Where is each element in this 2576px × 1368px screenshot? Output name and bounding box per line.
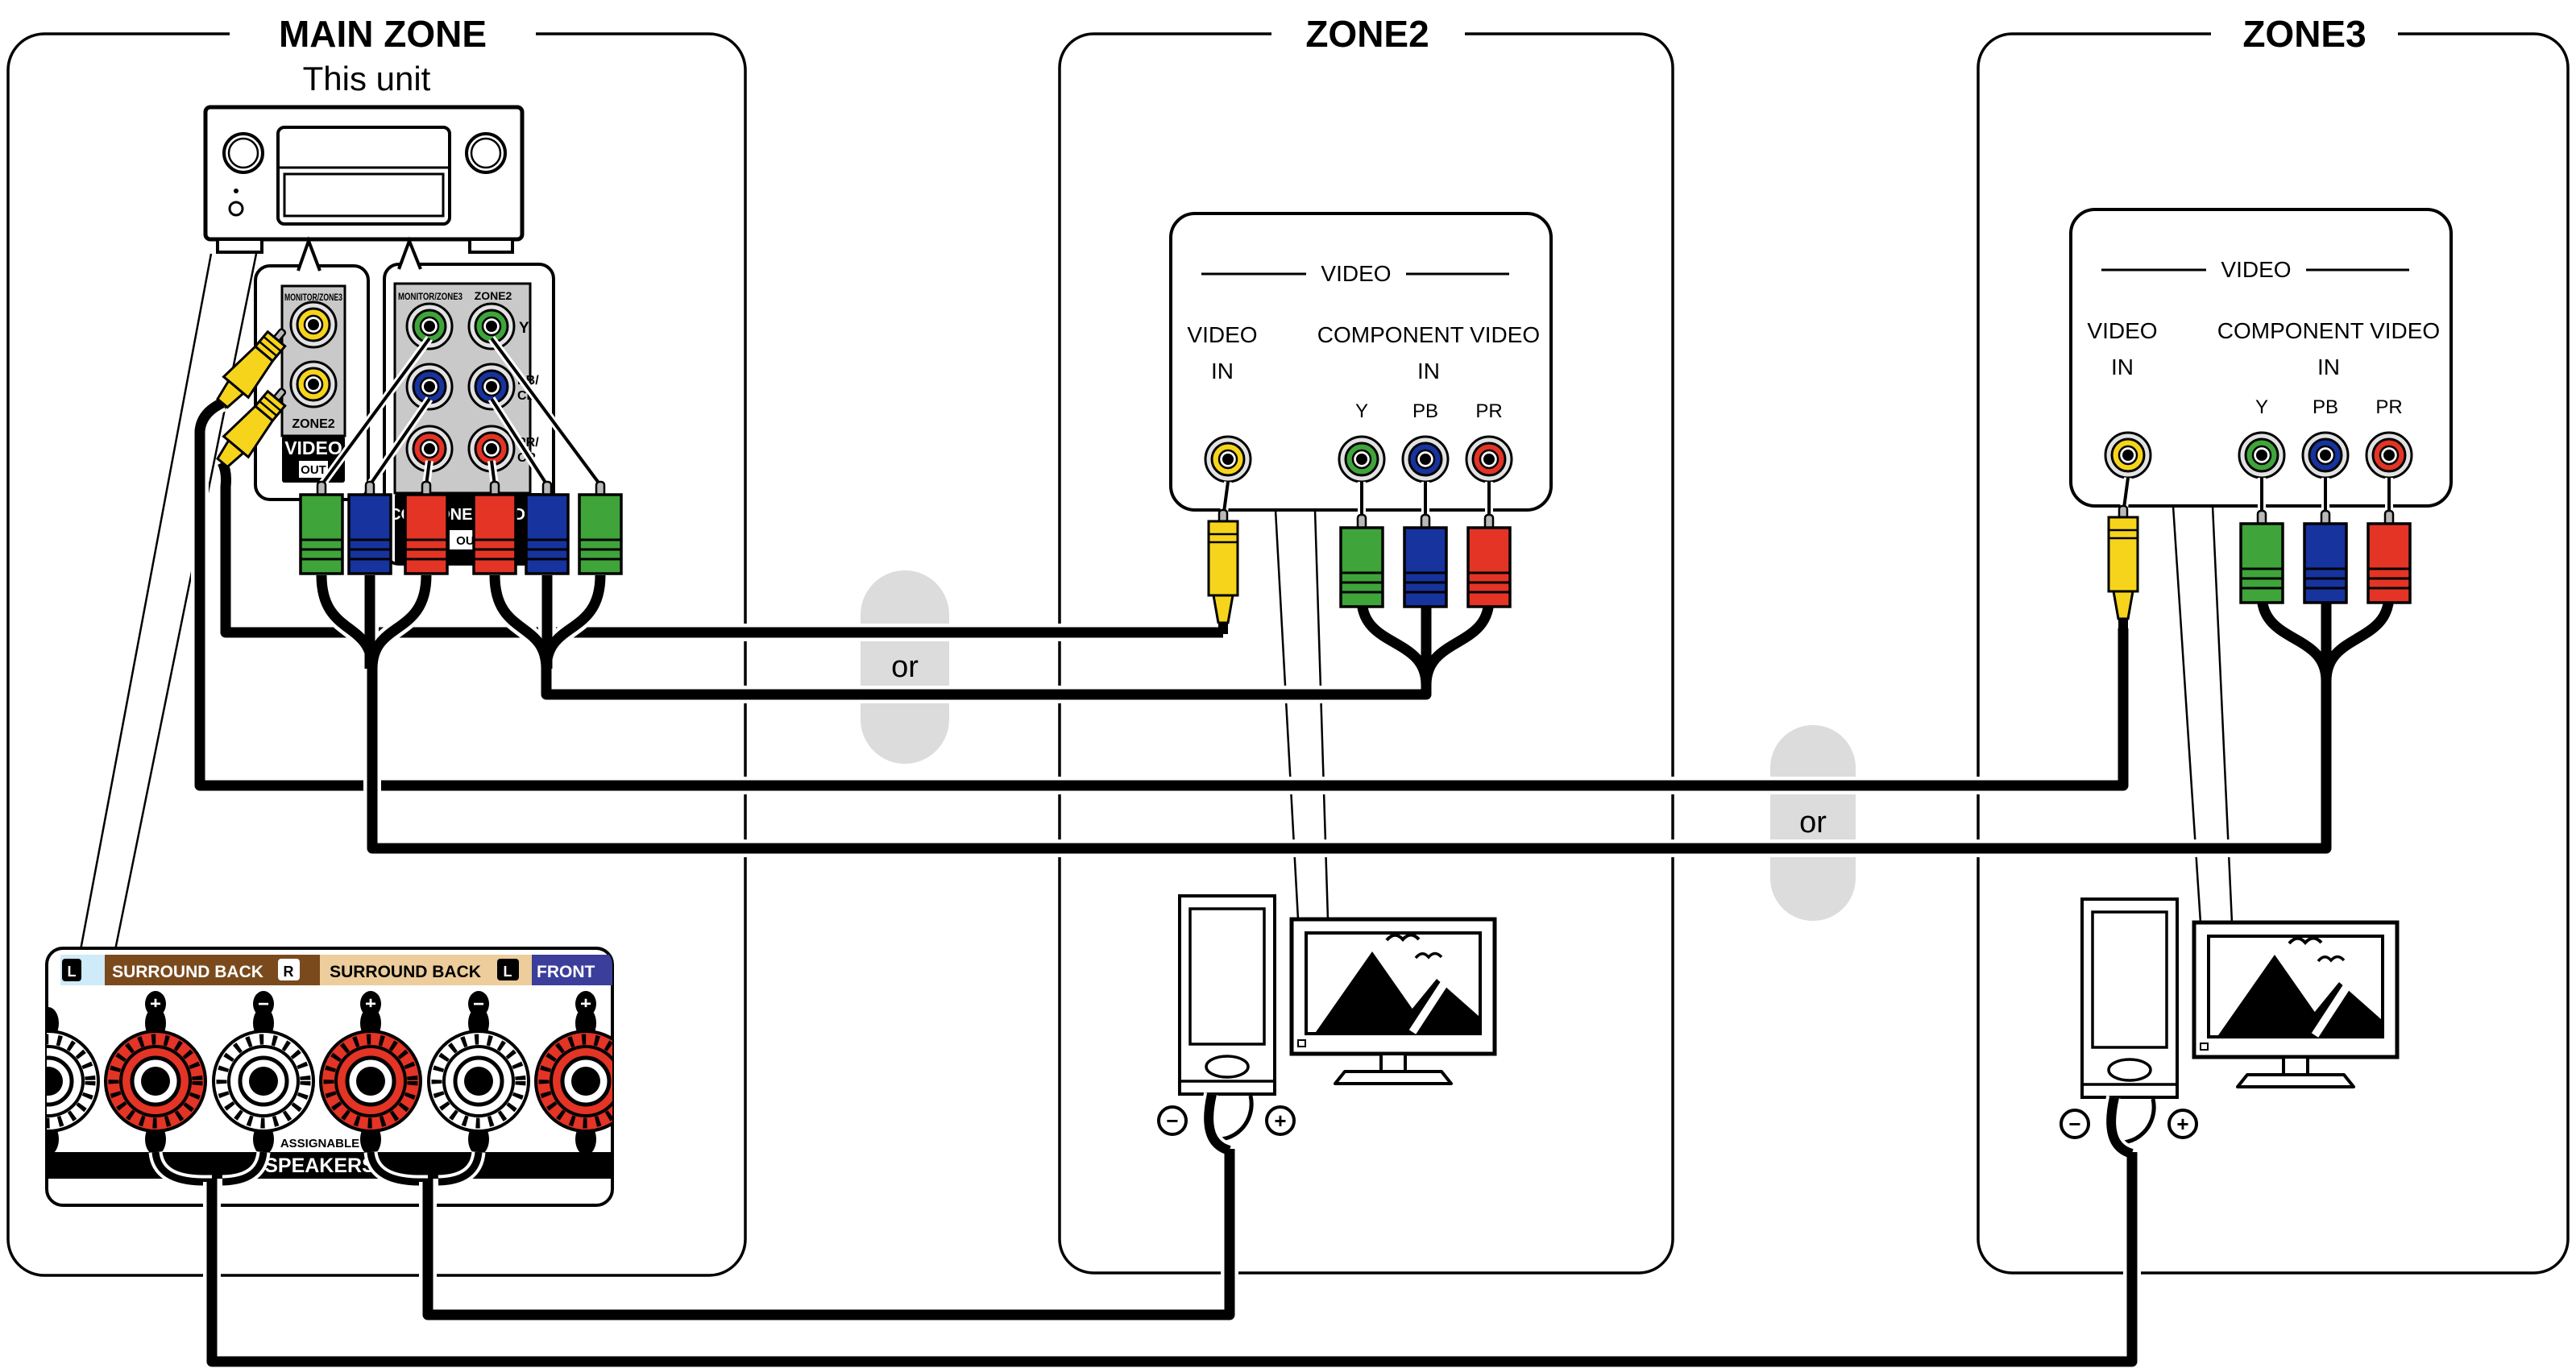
this-unit-label: This unit bbox=[303, 60, 431, 97]
video-band-label: VIDEO bbox=[284, 437, 342, 458]
zone3-speaker-wire bbox=[206, 1152, 2138, 1367]
video-out-badge: OUT bbox=[301, 463, 326, 477]
zone2-component-cable bbox=[489, 574, 1432, 700]
left-channel-badge: L bbox=[68, 964, 77, 980]
zone3-room bbox=[2061, 899, 2397, 1154]
callout-tail-1 bbox=[297, 236, 321, 272]
y-row-label: Y bbox=[519, 320, 529, 337]
surround-back-l-label: SURROUND BACK bbox=[330, 963, 481, 981]
front-label: FRONT bbox=[537, 963, 595, 981]
receiver-front-panel: This unit bbox=[203, 60, 525, 254]
or-label-1: or bbox=[891, 650, 919, 684]
monitor-plug-pb bbox=[347, 480, 392, 575]
r-badge: R bbox=[284, 964, 294, 980]
zone-boxes: MAIN ZONE ZONE2 ZONE3 bbox=[6, 11, 2570, 1277]
assignable-label: ASSIGNABLE bbox=[280, 1137, 359, 1150]
monitor-zone3-video-out-jack bbox=[289, 301, 338, 349]
front-strip bbox=[532, 955, 612, 985]
surround-back-l-strip bbox=[320, 955, 532, 985]
zone2-plug-pr bbox=[472, 480, 517, 575]
callout-tail-2 bbox=[397, 236, 422, 270]
video-out-panel: MONITOR/ZONE3 ZONE2 VIDEO OUT bbox=[254, 264, 370, 501]
zone3-title: ZONE3 bbox=[2242, 13, 2366, 55]
component-col1-label: MONITOR/ZONE3 bbox=[398, 292, 463, 302]
main-jack-stubs bbox=[317, 336, 604, 487]
speaker-terminal-panel: L SURROUND BACK R SURROUND BACK L FRONT … bbox=[45, 947, 614, 1207]
main-zone-title: MAIN ZONE bbox=[279, 13, 487, 55]
or-pill-1 bbox=[861, 570, 949, 764]
l-badge: L bbox=[504, 964, 512, 980]
surround-back-r-label: SURROUND BACK bbox=[112, 963, 263, 981]
or-label-2: or bbox=[1799, 806, 1827, 839]
zone2-plug-y bbox=[578, 480, 623, 575]
monitor-plug-pr bbox=[404, 480, 449, 575]
monitor-plug-y bbox=[299, 480, 344, 575]
zone2-title: ZONE2 bbox=[1305, 13, 1429, 55]
zone2-speaker-wire bbox=[422, 1149, 1235, 1320]
component-col2-label: ZONE2 bbox=[475, 289, 512, 302]
zone2-video-out-jack bbox=[289, 360, 338, 408]
zone3-component-cable bbox=[316, 574, 2332, 854]
zone2-room bbox=[1159, 896, 1495, 1150]
zone3-composite-cable bbox=[194, 398, 2129, 791]
monitor-zone3-label: MONITOR/ZONE3 bbox=[284, 293, 342, 303]
or-pill-2 bbox=[1770, 725, 1856, 921]
power-button bbox=[228, 201, 244, 217]
zone2-io-panel bbox=[1171, 213, 1551, 685]
zone2-plug-pb bbox=[525, 480, 570, 575]
zone2-out-label: ZONE2 bbox=[292, 417, 334, 431]
zone3-io-panel bbox=[2071, 209, 2451, 681]
speakers-label: SPEAKERS bbox=[264, 1155, 375, 1177]
